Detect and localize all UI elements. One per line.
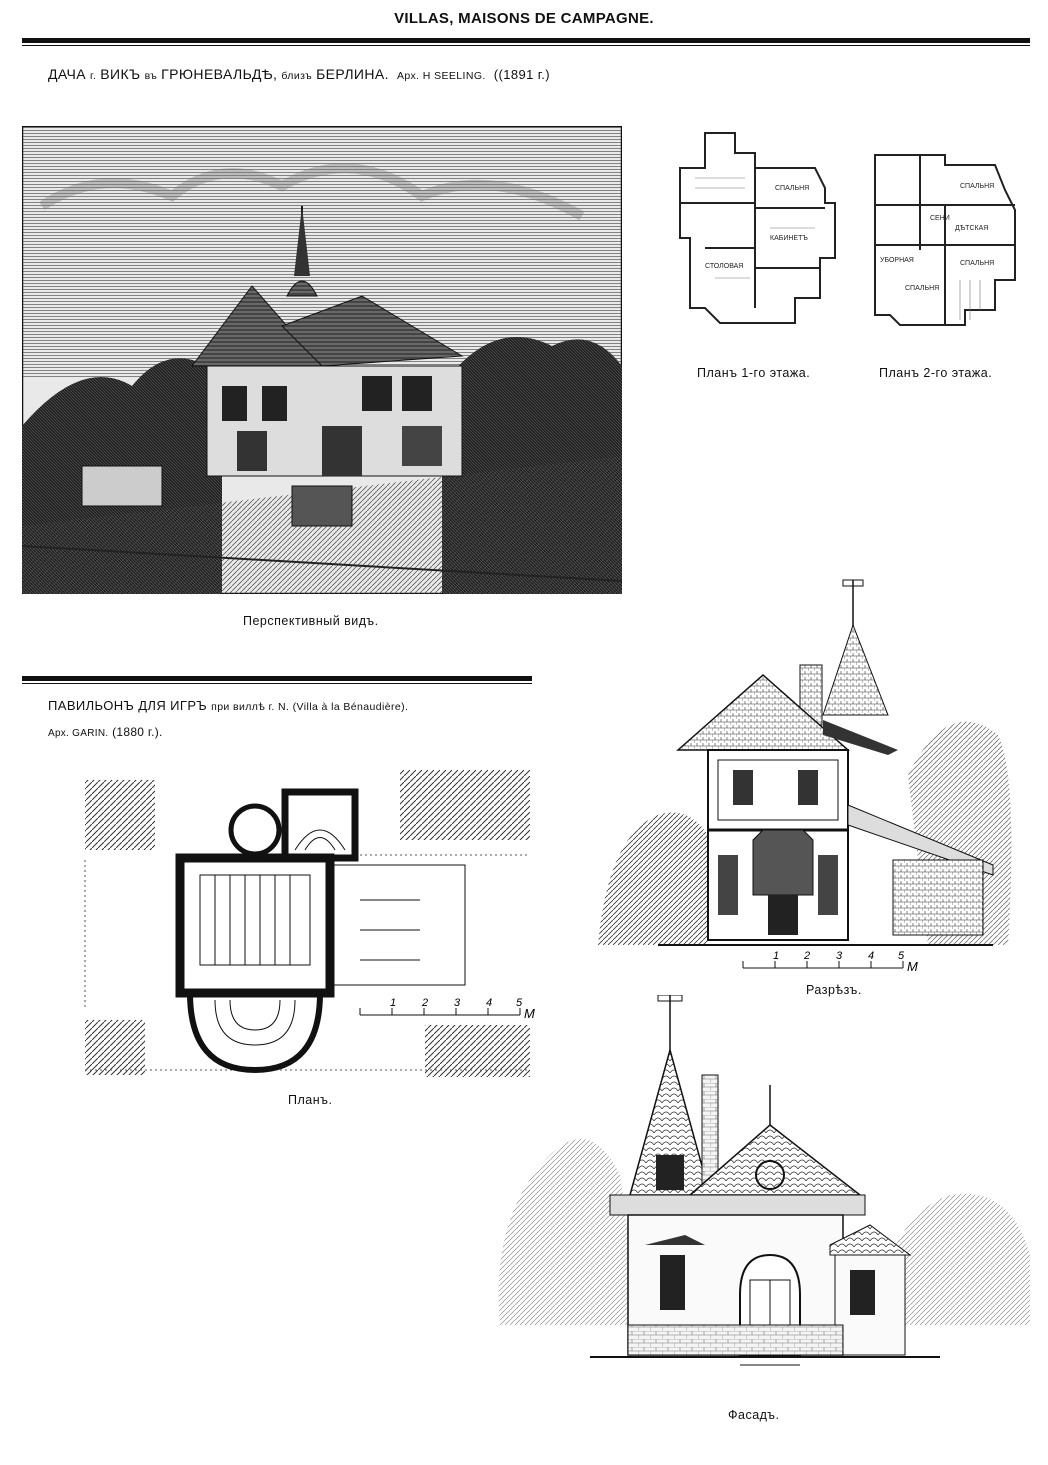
section-scale-3: 3 (836, 950, 843, 962)
title-main: ДАЧА (48, 66, 86, 82)
section-scale-unit: M (907, 959, 918, 974)
plan2-room-2: СЕНИ (930, 215, 950, 222)
plan1-room-3: СТОЛОВАЯ (705, 263, 743, 270)
caption-section: Разрѣзъ. (806, 983, 862, 997)
title-city: БЕРЛИНА. (316, 66, 389, 82)
caption-perspective: Перспективный видъ. (243, 614, 379, 628)
plan-scale-5: 5 (516, 997, 523, 1009)
page-header: VILLAS, MAISONS DE CAMPAGNE. (394, 10, 654, 27)
section2-title-rest: при виллѣ г. N. (Villa à la Bénaudière). (211, 701, 409, 713)
section2-arch: Арх. GARIN. (48, 728, 109, 739)
plan2-room-3: ДѢТСКАЯ (955, 225, 988, 232)
title-place: ГРЮНЕВАЛЬДѢ, (161, 66, 278, 82)
title-year: ((1891 г.) (493, 67, 551, 82)
title-v: въ (144, 70, 158, 82)
caption-plan2: Планъ 2-го этажа. (879, 366, 993, 380)
section2-year: (1880 г.). (112, 725, 163, 739)
title-near: близъ (281, 70, 313, 82)
title-arch: Арх. H SEELING. (396, 70, 486, 82)
plan2-room-1: СПАЛЬНЯ (960, 183, 994, 190)
floor-plan-2: СПАЛЬНЯ СЕНИ ДѢТСКАЯ УБОРНАЯ СПАЛЬНЯ СПА… (874, 154, 1016, 326)
section2-rule (22, 676, 532, 681)
perspective-engraving (22, 126, 622, 594)
plan-scale-2: 2 (421, 997, 428, 1009)
title-g: г. (90, 70, 97, 82)
section2-title-main: ПАВИЛЬОНЪ ДЛЯ ИГРЪ (48, 698, 208, 713)
plan-scale-3: 3 (454, 997, 461, 1009)
pavilion-plan: 1 2 3 4 5 M (84, 770, 535, 1077)
section2-title: ПАВИЛЬОНЪ ДЛЯ ИГРЪ при виллѣ г. N. (Vill… (48, 698, 408, 713)
caption-plan1: Планъ 1-го этажа. (697, 366, 811, 380)
facade-drawing (498, 995, 1030, 1366)
plan-scale-unit: M (524, 1006, 535, 1021)
header-rule-thin (22, 45, 1030, 46)
section2-subtitle: Арх. GARIN. (1880 г.). (48, 725, 163, 739)
caption-facade: Фасадъ. (728, 1408, 780, 1422)
plan-scale-4: 4 (486, 997, 492, 1009)
section1-title: ДАЧА г. ВИКЪ въ ГРЮНЕВАЛЬДѢ, близъ БЕРЛИ… (48, 66, 550, 82)
plan2-room-5: СПАЛЬНЯ (960, 260, 994, 267)
plan2-room-6: СПАЛЬНЯ (905, 285, 939, 292)
floor-plan-1: СПАЛЬНЯ КАБИНЕТЪ СТОЛОВАЯ (679, 132, 836, 324)
section2-rule-thin (22, 683, 532, 684)
plan2-room-4: УБОРНАЯ (880, 257, 914, 264)
section-scale-4: 4 (868, 950, 874, 962)
title-name: ВИКЪ (100, 66, 141, 82)
caption-plan: Планъ. (288, 1093, 333, 1107)
section-drawing: 1 2 3 4 5 M (598, 579, 1012, 974)
section-scale-2: 2 (803, 950, 810, 962)
header-rule (22, 38, 1030, 43)
section-scale-1: 1 (773, 950, 779, 962)
plan1-room-1: СПАЛЬНЯ (775, 185, 809, 192)
plan-scale-1: 1 (390, 997, 396, 1009)
plan1-room-2: КАБИНЕТЪ (770, 235, 808, 242)
section-scale-5: 5 (898, 950, 905, 962)
